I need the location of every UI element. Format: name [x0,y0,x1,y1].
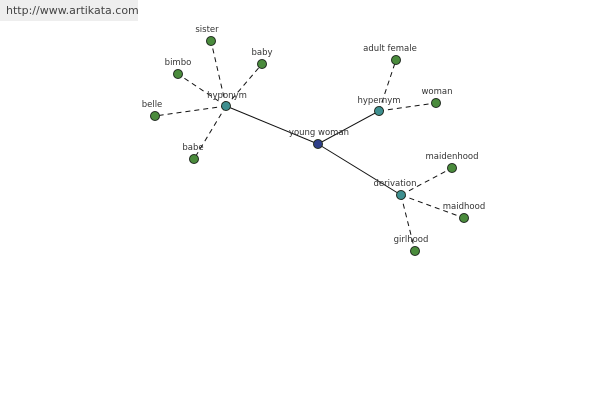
leaf-node-bimbo[interactable] [173,69,183,79]
relation-label-hyponym: hyponym [207,91,247,101]
leaf-node-belle[interactable] [150,111,160,121]
leaf-node-sister[interactable] [206,36,216,46]
leaf-label-babe: babe [182,143,203,153]
leaf-label-belle: belle [142,100,163,110]
leaf-label-sister: sister [195,25,219,35]
leaf-node-baby[interactable] [257,59,267,69]
edge-derivation-to-maidhood [400,194,465,219]
edge-derivation-to-maidenhood [400,167,453,196]
relation-node-hyponym[interactable] [221,101,231,111]
edge-hyponym-to-bimbo [177,73,227,107]
edge-hyponym-to-sister [210,40,227,107]
edge-young-woman-to-hypernym [317,110,380,145]
center-label-young-woman: young woman [289,128,349,138]
edge-hypernym-to-woman [378,102,437,112]
relation-node-derivation[interactable] [396,190,406,200]
leaf-label-adult-female: adult female [363,44,417,54]
leaf-node-woman[interactable] [431,98,441,108]
relation-label-hypernym: hypernym [357,96,400,106]
leaf-node-girlhood[interactable] [410,246,420,256]
leaf-label-maidenhood: maidenhood [425,152,478,162]
leaf-node-maidhood[interactable] [459,213,469,223]
site-url-watermark[interactable]: http://www.artikata.com [0,0,139,21]
relation-label-derivation: derivation [373,179,416,189]
edge-young-woman-to-derivation [317,143,402,196]
leaf-label-baby: baby [251,48,272,58]
leaf-node-babe[interactable] [189,154,199,164]
edge-hyponym-to-babe [193,105,227,160]
center-node-young-woman[interactable] [313,139,323,149]
relation-node-hypernym[interactable] [374,106,384,116]
edge-hyponym-to-baby [225,63,263,107]
leaf-label-girlhood: girlhood [394,235,429,245]
leaf-label-woman: woman [421,87,452,97]
edge-derivation-to-girlhood [400,194,416,252]
leaf-label-maidhood: maidhood [443,202,485,212]
edge-young-woman-to-hyponym [225,105,319,145]
leaf-node-adult-female[interactable] [391,55,401,65]
leaf-node-maidenhood[interactable] [447,163,457,173]
edge-hyponym-to-belle [154,105,227,117]
leaf-label-bimbo: bimbo [165,58,192,68]
